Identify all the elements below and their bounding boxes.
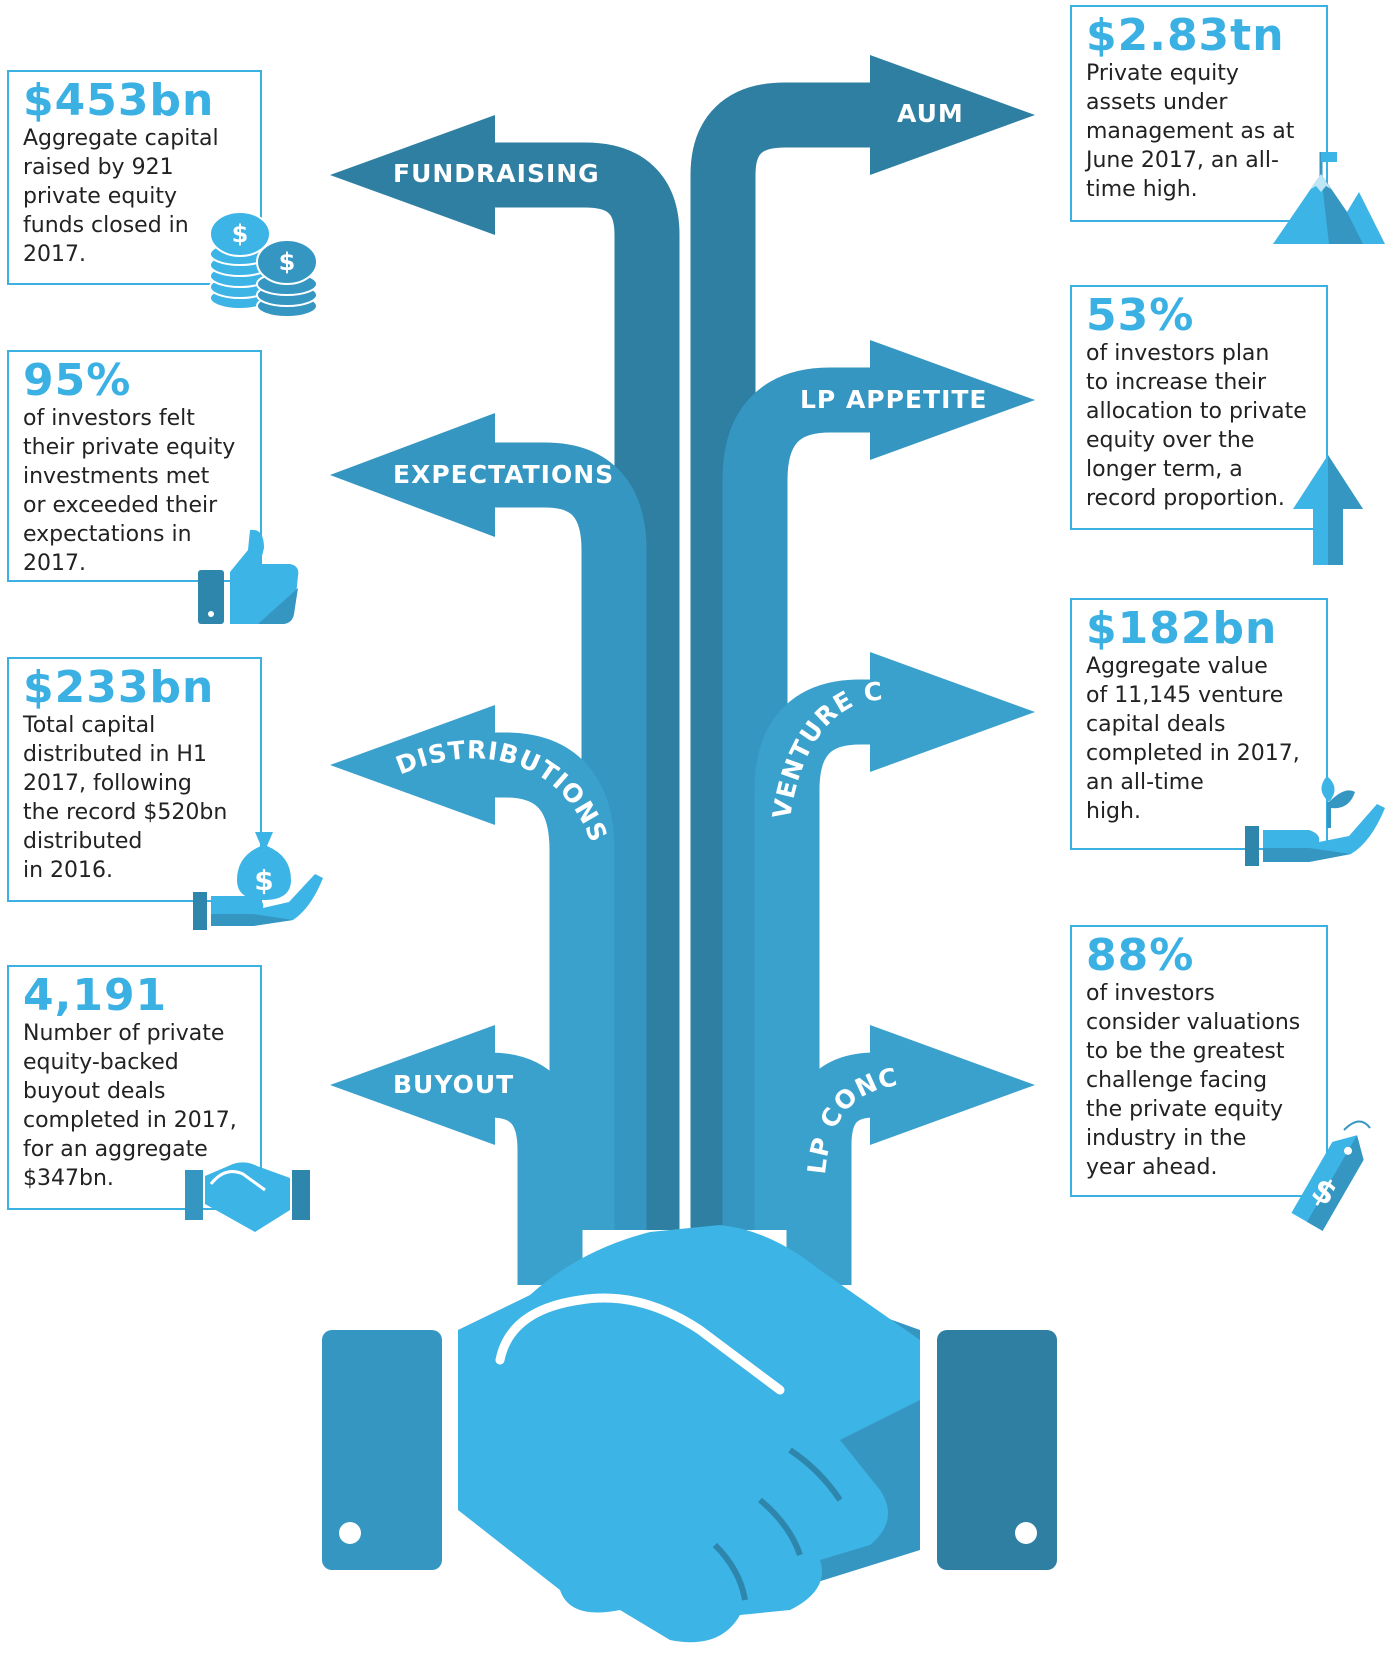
price-tag-icon: $ [1291,1120,1371,1231]
handshake-illustration [322,1225,1057,1643]
left-arrow-group [330,115,680,1285]
coins-icon: $ $ [209,211,318,318]
arrow-distributions [460,732,615,1230]
stat-box-lp-appetite: 53% of investors plan to increase their … [1070,285,1328,530]
stat-description: Number of private equity-backed buyout d… [23,1021,237,1191]
svg-text:$: $ [254,864,273,897]
stat-box-venture-capital: $182bn Aggregate value of 11,145 venture… [1070,598,1328,850]
arrow-aum [690,82,900,1230]
arrow-fundraising [460,142,680,1230]
svg-text:$: $ [232,220,249,248]
sprout-hand-icon [1245,776,1385,866]
stat-value: $2.83tn [1086,10,1285,61]
money-bag-hand-icon: $ [193,832,323,930]
arrow-fundraising-head [330,115,495,235]
stat-description: of investors felt their private equity i… [23,406,236,576]
up-arrow-icon [1293,455,1363,565]
arrow-lp-concerns-head [870,1025,1035,1145]
thumb-outline [495,1293,785,1395]
label-fundraising: FUNDRAISING [393,159,600,188]
mountain-flag-icon [1273,152,1385,244]
right-cuff-button [1015,1522,1037,1544]
right-arrow-group [690,55,1035,1285]
stat-description: Aggregate value of 11,145 venture capita… [1086,654,1300,824]
arrow-distributions-head [330,705,495,825]
arrow-lp-appetite [722,367,900,1230]
arrow-venture-capital-head [870,652,1035,772]
stat-value: $453bn [23,75,215,126]
arrow-expectations [460,442,647,1230]
stat-value: $233bn [23,662,215,713]
stat-value: 88% [1086,930,1195,981]
arrow-venture-capital [754,679,900,1230]
left-cuff-button [339,1522,361,1544]
stat-description: Private equity assets under management a… [1086,61,1295,202]
stat-box-buyout: 4,191 Number of private equity-backed bu… [7,965,262,1210]
label-aum: AUM [897,99,964,128]
arrow-expectations-head [330,413,495,537]
stat-box-distributions: $233bn Total capital distributed in H1 2… [7,657,262,902]
stat-description: of investors consider valuations to be t… [1086,981,1301,1180]
arrow-aum-head [870,55,1035,175]
stat-box-aum: $2.83tn Private equity assets under mana… [1070,5,1328,222]
label-expectations: EXPECTATIONS [393,460,614,489]
label-buyout: BUYOUT [393,1070,514,1099]
arrow-lp-appetite-head [870,340,1035,460]
right-cuff [937,1330,1057,1570]
stat-value: $182bn [1086,603,1278,654]
thumbs-up-icon [198,529,299,624]
stat-description: of investors plan to increase their allo… [1086,341,1307,511]
arrow-buyout [460,1052,583,1285]
stat-box-expectations: 95% of investors felt their private equi… [7,350,262,582]
stat-value: 53% [1086,290,1195,341]
stat-description: Total capital distributed in H1 2017, fo… [23,713,228,883]
stat-value: 4,191 [23,970,168,1021]
stat-value: 95% [23,355,132,406]
front-hand [458,1225,920,1643]
stat-description: Aggregate capital raised by 921 private … [23,126,219,267]
label-lp-appetite: LP APPETITE [800,385,988,414]
svg-text:$: $ [279,248,296,276]
finger-lines [712,1447,843,1601]
left-cuff [322,1330,442,1570]
stat-box-lp-concerns: 88% of investors consider valuations to … [1070,925,1328,1197]
handshake-icon [185,1162,310,1232]
arrow-buyout-head [330,1025,495,1145]
